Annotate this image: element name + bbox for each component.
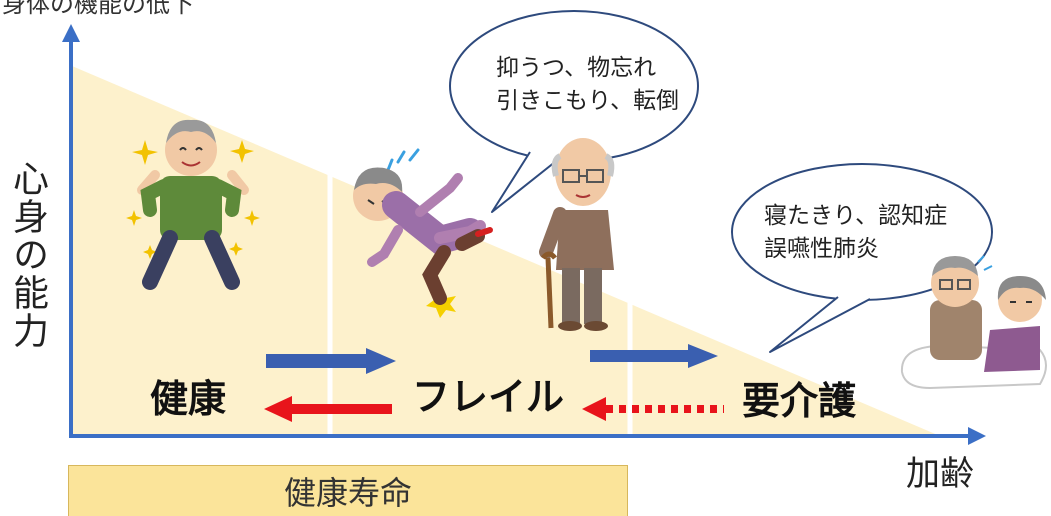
bubble-text-frailty: 抑うつ、物忘れ 引きこもり、転倒	[496, 52, 679, 118]
elderly-man-with-cane-illustration	[539, 138, 615, 331]
ability-decline-region	[72, 66, 940, 436]
bubble-text-care: 寝たきり、認知症 誤嚥性肺炎	[764, 200, 947, 266]
forward-arrow-healthy-to-frailty	[266, 348, 396, 374]
happy-elderly-man-illustration	[126, 119, 260, 290]
healthy-lifespan-label: 健康寿命	[283, 474, 412, 512]
bedridden-couple-illustration	[900, 255, 1047, 390]
bubble-line: 抑うつ、物忘れ	[496, 55, 657, 81]
bubble-line: 引きこもり、転倒	[496, 88, 680, 114]
x-axis-arrowhead	[968, 427, 986, 445]
falling-elderly-woman-illustration	[353, 148, 493, 318]
backward-arrow-frailty-to-healthy	[264, 396, 392, 422]
speech-bubble-frailty	[449, 10, 699, 213]
forward-arrow-frailty-to-care	[590, 344, 718, 368]
healthy-lifespan-box: 健康寿命	[68, 465, 628, 516]
bubble-line: 誤嚥性肺炎	[764, 236, 879, 262]
y-axis-arrowhead	[62, 24, 80, 42]
bubble-line: 寝たきり、認知症	[764, 203, 948, 229]
x-axis-label: 加齢	[906, 454, 974, 494]
stage-label-frailty: フレイル	[412, 375, 565, 419]
speech-bubble-care	[731, 163, 993, 353]
y-axis-label: 心身の能力	[7, 160, 48, 350]
stage-label-healthy: 健康	[150, 377, 227, 421]
stage-label-care-needed: 要介護	[742, 379, 857, 423]
backward-arrow-care-to-frailty-dotted	[582, 397, 724, 421]
top-partial-text: 身体の機能の低下	[2, 0, 194, 18]
